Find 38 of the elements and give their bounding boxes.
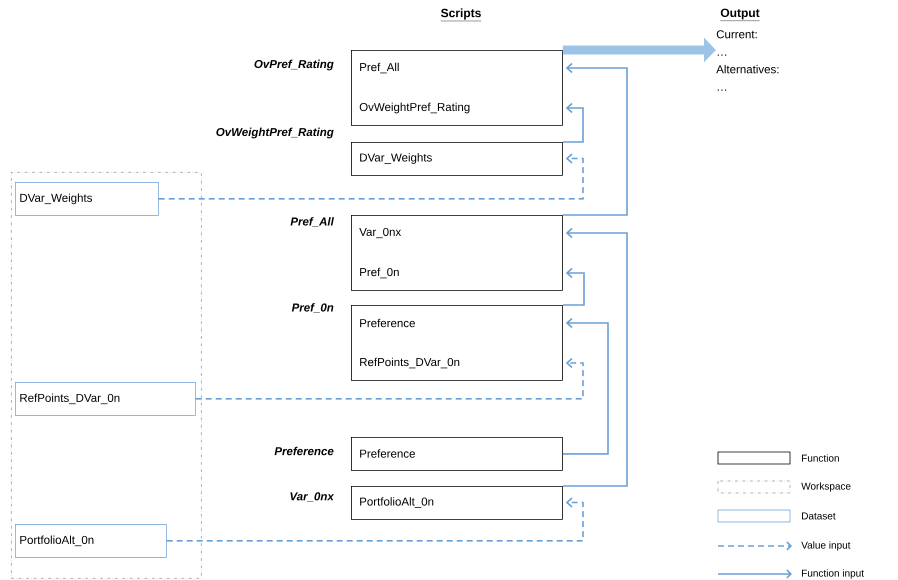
arrow xyxy=(562,268,585,306)
arrow xyxy=(562,62,628,216)
arrow xyxy=(166,497,584,542)
arrow xyxy=(196,358,584,400)
function-box: DVar_Weights xyxy=(351,142,563,176)
legend-text: Value input xyxy=(801,541,850,551)
script-name: Preference xyxy=(274,446,334,456)
column-heading: Scripts xyxy=(440,8,482,22)
arrow xyxy=(562,318,609,455)
arrow xyxy=(562,228,628,487)
script-name: Pref_All xyxy=(290,217,334,227)
function-box: Preference RefPoints_DVar_0n xyxy=(351,305,563,381)
column-heading: Output xyxy=(720,8,760,22)
script-name: Var_0nx xyxy=(290,492,334,502)
function-box: PortfolioAlt_0n xyxy=(351,486,563,520)
function-box: Pref_All OvWeightPref_Rating xyxy=(351,50,563,126)
node-label: Pref_0n xyxy=(360,268,399,278)
workspace-box xyxy=(11,172,202,578)
dataset-box: RefPoints_DVar_0n xyxy=(15,382,196,416)
arrow xyxy=(158,153,584,200)
node-label: RefPoints_DVar_0n xyxy=(360,358,460,368)
legend-text: Function input xyxy=(802,569,864,579)
script-name: OvPref_Rating xyxy=(254,60,334,70)
script-name: OvWeightPref_Rating xyxy=(216,128,334,138)
node-label: Pref_All xyxy=(360,62,399,74)
arrow xyxy=(562,102,584,143)
output-text: Current: … Alternatives: … xyxy=(716,30,778,91)
function-box: Var_0nx Pref_0n xyxy=(351,215,563,291)
dataset-box: PortfolioAlt_0n xyxy=(15,524,167,558)
legend-text: Function xyxy=(802,454,839,462)
node-label: Preference xyxy=(360,318,415,328)
node-label: OvWeightPref_Rating xyxy=(360,102,470,114)
function-box: Preference xyxy=(351,437,563,471)
legend-text: Dataset xyxy=(802,512,836,520)
legend-text: Workspace xyxy=(801,482,851,492)
dataset-box: DVar_Weights xyxy=(15,182,159,216)
script-name: Pref_0n xyxy=(292,303,334,313)
node-label: Var_0nx xyxy=(359,228,402,238)
